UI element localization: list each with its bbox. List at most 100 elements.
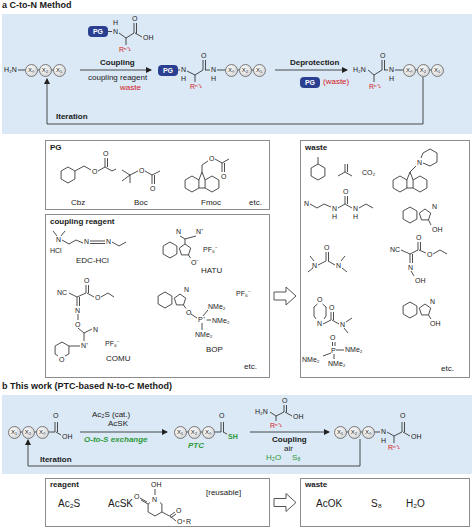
atom-label: N <box>381 428 386 435</box>
node-text: H₂O <box>406 499 425 509</box>
residue-bead: X₁ <box>174 426 187 439</box>
atom-label: N <box>336 262 341 269</box>
component-box: wasteetc. <box>300 140 470 378</box>
node-text: X₁ <box>11 429 17 435</box>
atom-label: OH <box>432 226 443 233</box>
atom-label: N <box>340 321 345 328</box>
atom-label: PF₆⁻ <box>105 340 119 347</box>
atom-label: Rⁿ⁺¹ <box>388 444 400 451</box>
atom-label: N⁺ <box>81 342 88 349</box>
node-text: waste <box>305 144 327 152</box>
node-text: reagent <box>50 481 79 489</box>
residue-bead: X₁ <box>431 64 444 77</box>
residue-bead: Xₙ <box>25 64 38 77</box>
node-text: waste <box>120 84 141 92</box>
node-text: PG <box>305 79 315 86</box>
atom-label: OH <box>415 277 426 284</box>
node-text: Xₙ <box>205 429 211 435</box>
atom-label: O <box>282 397 287 404</box>
atom-label: N <box>211 66 216 73</box>
atom-label: N <box>75 307 80 314</box>
residue-bead: X₁ <box>253 64 266 77</box>
residue-bead: X₂ <box>239 64 252 77</box>
residue-bead: X₁ <box>8 426 21 439</box>
component-box: wasteAcOKS₈H₂O <box>300 478 470 527</box>
atom-label: O <box>84 277 89 284</box>
atom-label: O <box>53 412 58 419</box>
atom-label: Rⁿ⁺¹ <box>369 83 381 90</box>
node-text: AcSK <box>108 499 133 509</box>
atom-label: O <box>92 168 97 175</box>
atom-label: N <box>176 228 181 235</box>
residue-bead: X₂ <box>417 64 430 77</box>
atom-label: O <box>209 155 214 162</box>
atom-label: O <box>59 356 64 363</box>
residue-bead: X₂ <box>188 426 201 439</box>
atom-label: N <box>353 205 358 212</box>
node-text: PTC <box>188 442 204 450</box>
atom-label: O <box>132 15 137 22</box>
scheme-band: a C-to-N MethodCouplingcoupling reagentw… <box>2 14 472 134</box>
node-text: Xₙ <box>228 67 234 73</box>
node-text: X₂ <box>42 67 48 73</box>
residue-bead: X₂ <box>348 426 361 439</box>
atom-label: NMe₂ <box>328 360 346 367</box>
node-text: b This work (PTC-based N-to-C Method) <box>2 382 172 391</box>
node-text: X₂ <box>191 429 197 435</box>
atom-label: O <box>150 185 155 192</box>
atom-label: N <box>84 238 89 245</box>
atom-label: N <box>317 320 322 327</box>
atom-label: H <box>389 75 394 82</box>
node-text: Coupling <box>100 59 135 67</box>
atom-label: Rⁿ⁺¹ <box>270 422 282 429</box>
node-text: HATU <box>201 267 222 275</box>
hollow-arrow <box>274 494 296 512</box>
atom-label: O <box>427 251 432 258</box>
hollow-arrow <box>274 287 296 305</box>
atom-label: H <box>332 213 337 220</box>
atom-label: R <box>186 518 191 525</box>
node-text: X₂ <box>25 429 31 435</box>
protecting-group-badge: PG <box>88 26 108 37</box>
node-text: [reusable] <box>206 489 241 497</box>
residue-bead: Xₙ <box>225 64 238 77</box>
atom-label: H₂N <box>255 408 268 415</box>
atom-label: OH <box>143 34 154 41</box>
atom-label: NMe₂ <box>302 356 320 363</box>
atom-label: N <box>432 203 437 210</box>
node-text: X₂ <box>420 67 426 73</box>
node-text: Fmoc <box>201 199 221 207</box>
node-text: coupling reagent <box>50 218 114 226</box>
atom-label: N <box>304 200 309 207</box>
atom-label: N <box>93 326 98 333</box>
node-text: AcSK <box>108 420 128 428</box>
node-text: O-to-S exchange <box>84 436 148 444</box>
atom-label: N <box>181 66 186 73</box>
atom-label: N <box>430 298 435 305</box>
node-text: H₂O <box>266 454 281 462</box>
atom-label: PF₆⁻ <box>203 246 217 253</box>
residue-bead: Xₙ <box>202 426 215 439</box>
node-text: Iteration <box>56 113 88 121</box>
atom-label: N <box>184 286 189 293</box>
atom-label: O <box>221 173 226 180</box>
node-text: PG <box>93 28 103 35</box>
atom-label: N⁺ <box>196 228 203 235</box>
node-text: Xₙ <box>365 429 371 435</box>
atom-label: SH <box>228 433 238 440</box>
atom-label: O <box>416 234 421 241</box>
residue-bead: X₂ <box>22 426 35 439</box>
atom-label: NMe₂ <box>195 331 213 338</box>
node-text: X₁ <box>434 67 440 73</box>
atom-label: N <box>332 205 337 212</box>
component-box: PGCbzBocFmocetc. <box>45 140 270 210</box>
atom-label: N <box>152 496 157 503</box>
residue-bead: X₁ <box>334 426 347 439</box>
node-text: (waste) <box>323 78 349 86</box>
node-text: Cbz <box>71 199 85 207</box>
atom-label: O <box>330 334 335 341</box>
node-text: X₁ <box>177 429 183 435</box>
atom-label: H₂N <box>4 66 17 73</box>
node-text: PG <box>163 67 173 74</box>
atom-label: OH <box>151 481 162 488</box>
